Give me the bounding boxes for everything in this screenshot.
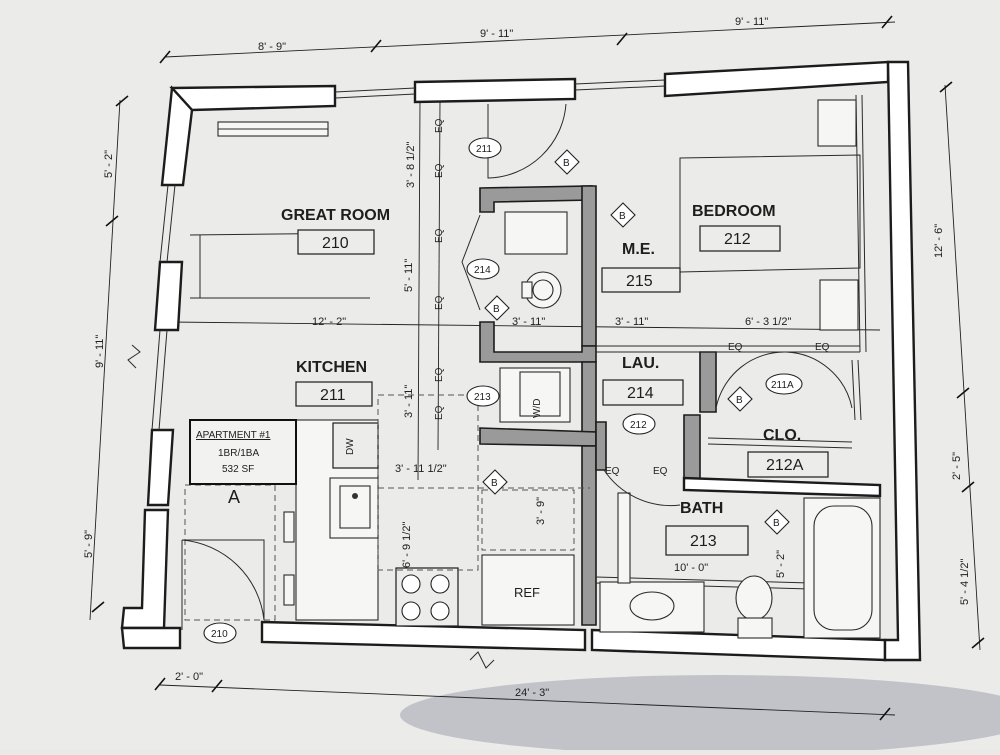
dim-left-3: 5' - 9" bbox=[83, 530, 95, 558]
b-markers: B B B B B B bbox=[482, 149, 790, 535]
eq-label: EQ bbox=[815, 342, 830, 353]
dim-5-2: 5' - 2" bbox=[775, 550, 787, 578]
door-tags: 211 214 213 212 211A 210 bbox=[203, 137, 803, 644]
equipment-labels: DW W/D REF bbox=[345, 399, 543, 600]
dim-12-2: 12' - 2" bbox=[312, 316, 346, 328]
dim-right-1: 12' - 6" bbox=[933, 224, 945, 258]
room-number-kitchen: 211 bbox=[320, 387, 346, 404]
room-name-bath: BATH bbox=[680, 500, 723, 517]
eq-label: EQ bbox=[605, 466, 620, 477]
dim-3-11-c: 3' - 11" bbox=[403, 385, 415, 418]
dim-bottom-1: 2' - 0" bbox=[175, 671, 203, 683]
room-name-bedroom: BEDROOM bbox=[692, 203, 776, 220]
eq-label: EQ bbox=[434, 367, 445, 382]
break-symbol bbox=[127, 344, 141, 369]
apartment-type: 1BR/1BA bbox=[218, 448, 259, 459]
break-symbol bbox=[469, 651, 495, 669]
door-tag: 210 bbox=[211, 629, 228, 640]
dim-top-1: 8' - 9" bbox=[258, 41, 286, 53]
eq-label: EQ bbox=[434, 295, 445, 310]
apartment-area: 532 SF bbox=[222, 464, 254, 475]
dim-top-3: 9' - 11" bbox=[735, 16, 768, 28]
dim-3-11-half: 3' - 11 1/2" bbox=[395, 463, 447, 475]
room-number-closet: 212A bbox=[766, 457, 804, 474]
dim-3-11-b: 3' - 11" bbox=[615, 316, 648, 328]
dim-3-11-a: 3' - 11" bbox=[512, 316, 545, 328]
refrigerator-label: REF bbox=[514, 585, 540, 600]
dim-bottom-2: 24' - 3" bbox=[515, 687, 549, 699]
room-number-great-room: 210 bbox=[322, 235, 349, 252]
b-marker: B bbox=[493, 304, 500, 315]
room-name-closet: CLO. bbox=[763, 427, 801, 444]
dim-3-8-half: 3' - 8 1/2" bbox=[405, 142, 417, 188]
dishwasher-label: DW bbox=[345, 438, 356, 455]
dim-right-2: 2' - 5" bbox=[951, 452, 963, 480]
dim-6-9-half: 6' - 9 1/2" bbox=[401, 522, 413, 568]
b-marker: B bbox=[619, 211, 626, 222]
door-tag: 211A bbox=[771, 380, 794, 391]
dim-left-1: 5' - 2" bbox=[103, 150, 115, 178]
b-marker: B bbox=[736, 395, 743, 406]
room-name-kitchen: KITCHEN bbox=[296, 359, 367, 376]
eq-label: EQ bbox=[434, 405, 445, 420]
door-tag: 214 bbox=[474, 265, 491, 276]
apartment-title: APARTMENT #1 bbox=[196, 430, 271, 441]
eq-label: EQ bbox=[728, 342, 743, 353]
washer-dryer-label: W/D bbox=[532, 399, 543, 418]
dimension-labels: 8' - 9" 9' - 11" 9' - 11" 5' - 2" 9' - 1… bbox=[83, 16, 971, 699]
room-name-great-room: GREAT ROOM bbox=[281, 207, 390, 224]
dim-3-9: 3' - 9" bbox=[535, 497, 547, 525]
door-tag: 213 bbox=[474, 392, 491, 403]
door-tag: 211 bbox=[476, 144, 492, 155]
dimension-lines bbox=[89, 15, 985, 721]
dim-right-3: 5' - 4 1/2" bbox=[959, 559, 971, 605]
dim-left-2: 9' - 11" bbox=[94, 335, 106, 368]
room-number-me: 215 bbox=[626, 273, 653, 290]
apartment-marker: A bbox=[228, 487, 240, 507]
eq-label: EQ bbox=[434, 118, 445, 133]
room-number-bath: 213 bbox=[690, 533, 717, 550]
eq-label: EQ bbox=[653, 466, 668, 477]
doors bbox=[181, 103, 853, 630]
door-tag: 212 bbox=[630, 420, 647, 431]
eq-label: EQ bbox=[434, 228, 445, 243]
room-name-laundry: LAU. bbox=[622, 355, 659, 372]
b-marker: B bbox=[773, 518, 780, 529]
dim-10-0: 10' - 0" bbox=[674, 562, 708, 574]
dim-5-11: 5' - 11" bbox=[403, 259, 415, 292]
eq-labels: EQ EQ EQ EQ EQ EQ EQ EQ EQ EQ bbox=[434, 118, 830, 477]
walls bbox=[120, 60, 922, 662]
room-number-laundry: 214 bbox=[627, 385, 654, 402]
b-marker: B bbox=[491, 478, 498, 489]
fixtures bbox=[184, 99, 881, 639]
b-marker: B bbox=[563, 158, 570, 169]
room-number-bedroom: 212 bbox=[724, 231, 751, 248]
dim-6-3-half: 6' - 3 1/2" bbox=[745, 316, 791, 328]
dim-top-2: 9' - 11" bbox=[480, 28, 513, 40]
room-name-me: M.E. bbox=[622, 241, 655, 258]
room-labels: GREAT ROOM 210 KITCHEN 211 BEDROOM 212 M… bbox=[281, 203, 829, 556]
apartment-tag: APARTMENT #1 1BR/1BA 532 SF A bbox=[189, 419, 297, 507]
eq-label: EQ bbox=[434, 163, 445, 178]
shadow-blur bbox=[400, 675, 1000, 755]
